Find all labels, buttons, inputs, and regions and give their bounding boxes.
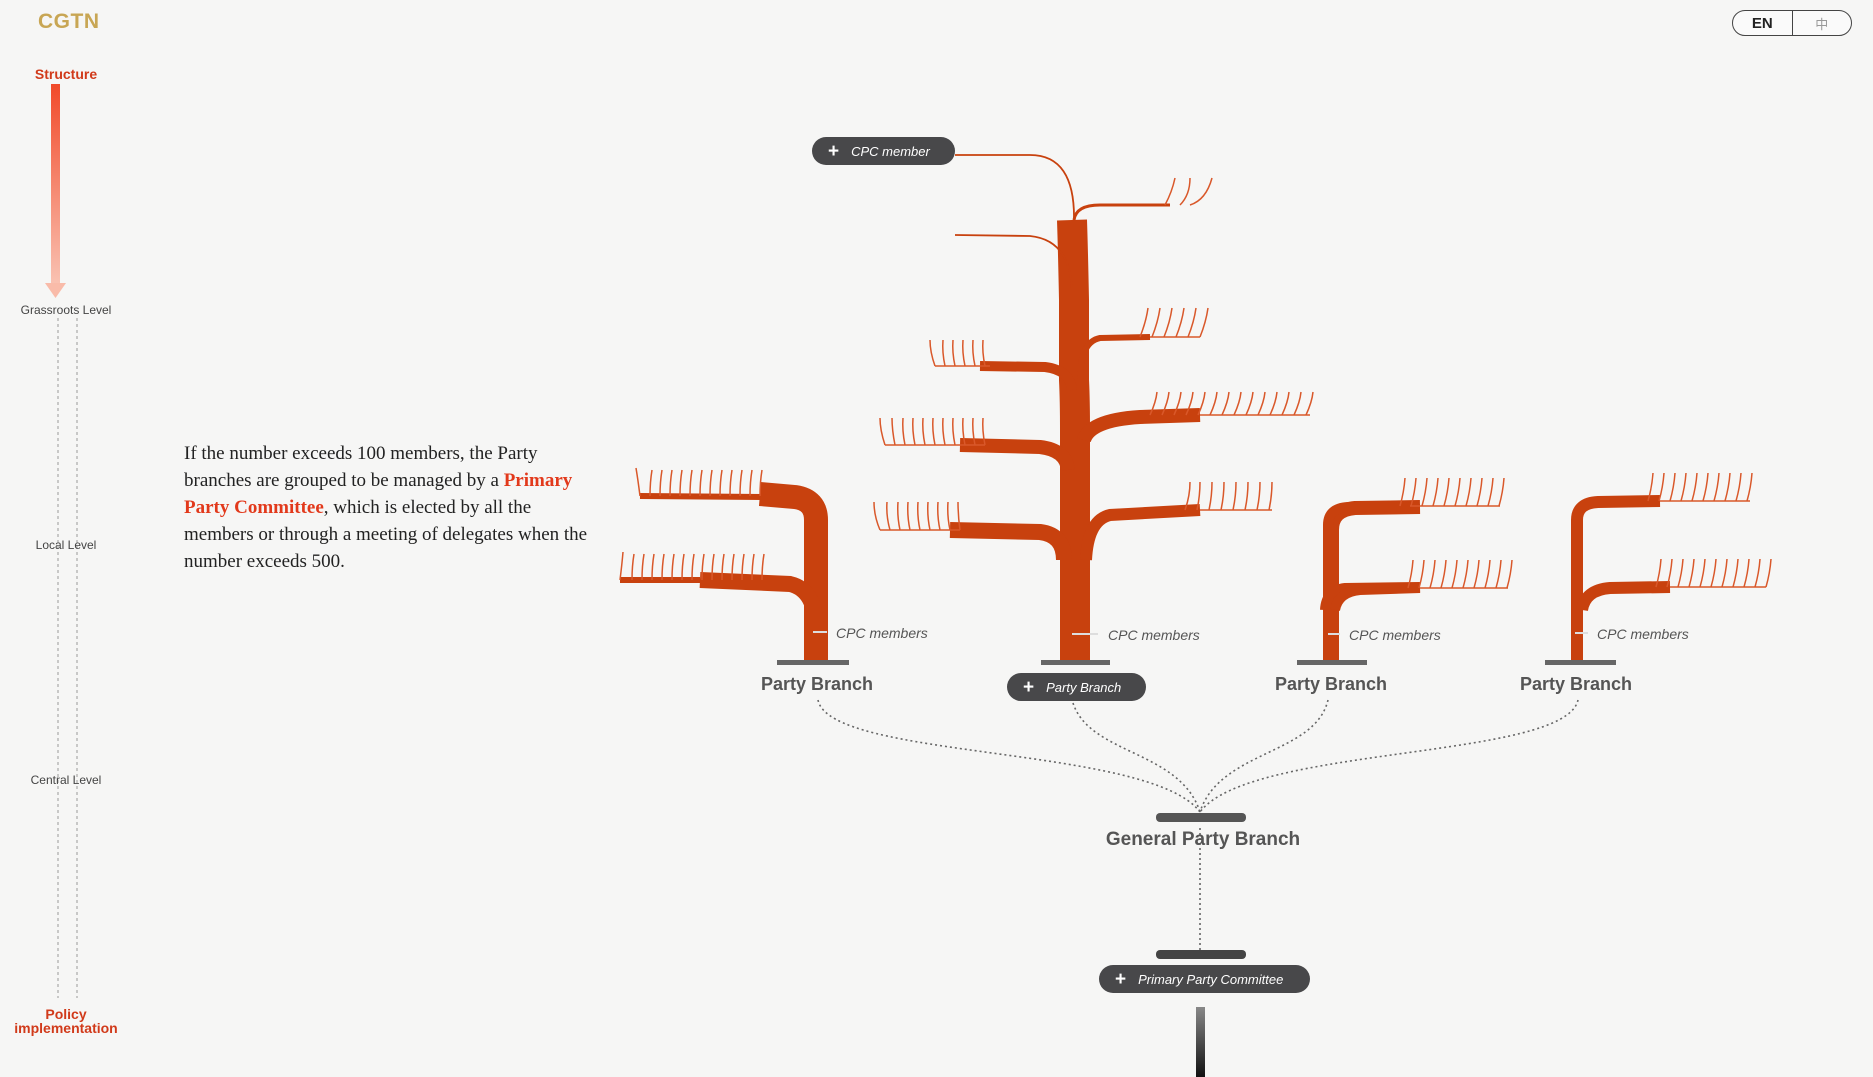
- primary-party-committee-button-label: Primary Party Committee: [1138, 971, 1284, 987]
- committee-bar: [1156, 950, 1246, 959]
- members-label-4: CPC members: [1597, 626, 1689, 642]
- plus-icon: +: [1023, 676, 1035, 698]
- nav-structure[interactable]: Structure: [34, 66, 98, 82]
- members-label-3: CPC members: [1349, 627, 1441, 643]
- general-branch-bar: [1156, 813, 1246, 822]
- description-highlight: Primary Party Committee: [184, 470, 573, 518]
- cpc-member-button-label: CPC member: [851, 143, 930, 159]
- tree-3-branches: [1323, 501, 1421, 660]
- branch-bar-2: [1041, 660, 1110, 665]
- branch-connectors: [817, 699, 1579, 950]
- plus-icon: +: [1115, 968, 1127, 990]
- tree-2: [949, 154, 1201, 660]
- party-branch-label-1: Party Branch: [760, 674, 874, 694]
- tree-1-twigs: [619, 467, 765, 581]
- cgtn-logo[interactable]: CGTN: [38, 10, 100, 33]
- general-party-branch-label: General Party Branch: [1105, 829, 1301, 850]
- tree-2-twigs: [873, 177, 1314, 531]
- members-label-2: CPC members: [1108, 627, 1200, 643]
- branch-bar-4: [1545, 660, 1616, 665]
- party-branch-label-2: Party Branch: [1274, 674, 1388, 694]
- nav-policy-implementation[interactable]: Policy implementation: [14, 1006, 118, 1036]
- description-part2: , which is elected by all the members or…: [184, 497, 588, 572]
- cpc-member-button[interactable]: + CPC member: [812, 137, 955, 165]
- primary-party-committee-button[interactable]: + Primary Party Committee: [1099, 965, 1310, 993]
- nav-local-level[interactable]: Local Level: [35, 538, 97, 552]
- lang-zh-button[interactable]: 中: [1791, 11, 1852, 35]
- party-branch-button-label: Party Branch: [1046, 679, 1122, 695]
- tree-4-twigs: [1647, 472, 1772, 588]
- nav-grassroots-level[interactable]: Grassroots Level: [20, 303, 112, 317]
- tree-3-twigs: [1399, 477, 1513, 589]
- tree-1: [620, 482, 828, 660]
- plus-icon: +: [828, 140, 840, 162]
- nav-progress-arrow: [45, 283, 66, 298]
- party-branch-button[interactable]: + Party Branch: [1007, 673, 1146, 701]
- committee-stem: [1196, 1007, 1205, 1077]
- lang-en-button[interactable]: EN: [1751, 14, 1773, 32]
- party-branch-label-3: Party Branch: [1519, 674, 1633, 694]
- description-part1: If the number exceeds 100 members, the P…: [184, 443, 538, 491]
- tree-4: [1571, 495, 1671, 660]
- members-label-1: CPC members: [836, 625, 928, 641]
- nav-central-level[interactable]: Central Level: [30, 773, 102, 787]
- branch-bar-1: [777, 660, 849, 665]
- language-switch[interactable]: EN 中: [1732, 10, 1852, 36]
- member-ticks: [813, 631, 1588, 635]
- branch-bar-3: [1297, 660, 1367, 665]
- description-text: If the number exceeds 100 members, the P…: [184, 440, 604, 575]
- nav-progress-bar: [51, 84, 60, 284]
